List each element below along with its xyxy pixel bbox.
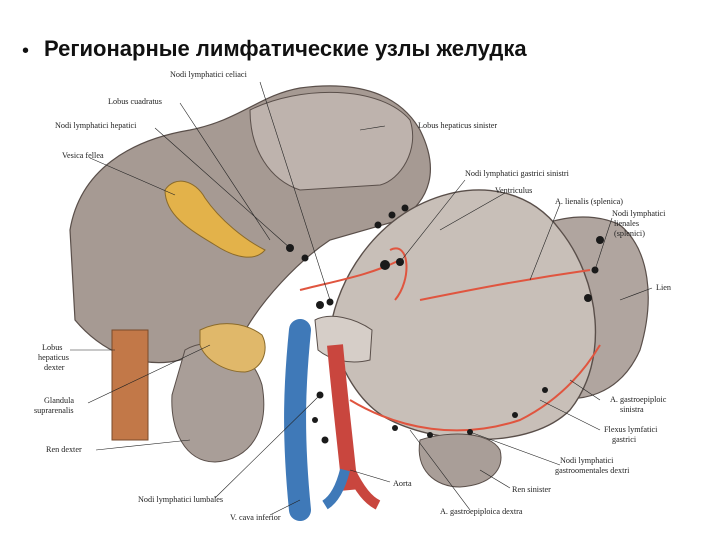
gastric-arteries (299, 247, 601, 432)
label-ren-dexter: Ren dexter (46, 445, 82, 454)
label-lobus-sinister: Lobus hepaticus sinister (418, 121, 497, 130)
label-nodi-lumbales: Nodi lymphatici lumbales (138, 495, 223, 504)
adrenal-gland-shape (199, 323, 266, 373)
gallbladder-shape (164, 180, 266, 258)
label-v-cava: V. cava inferior (230, 513, 281, 522)
label-nodi-coeliaci: Nodi lymphatici celiaci (170, 70, 248, 79)
label-glandula-2: suprarenalis (34, 406, 74, 415)
label-flexus-2: gastrici (612, 435, 637, 444)
label-nodi-lienales-2: lienales (614, 219, 639, 228)
label-lobus-dexter-2: hepaticus (38, 353, 69, 362)
label-glandula-1: Glandula (44, 396, 74, 405)
label-nodi-gastroomentales-1: Nodi lymphatici (560, 456, 614, 465)
kidney-shapes (171, 342, 502, 488)
abdominal-wall-strip (111, 329, 149, 441)
label-a-lienalis: A. lienalis (splenica) (555, 197, 623, 206)
liver-shape (69, 85, 431, 364)
label-aorta: Aorta (393, 479, 412, 488)
label-nodi-lienales-3: (splenici) (614, 229, 645, 238)
label-nodi-hepatici: Nodi lymphatici hepatici (55, 121, 137, 130)
label-lien: Lien (656, 283, 671, 292)
label-nodi-gastroomentales-2: gastroomentales dextri (555, 466, 630, 475)
label-lobus-quadratus: Lobus cuadratus (108, 97, 162, 106)
slide-title: Регионарные лимфатические узлы желудка (44, 36, 527, 61)
label-ren-sinister: Ren sinister (512, 485, 551, 494)
label-vesica-fellea: Vesica fellea (62, 151, 104, 160)
figure-labels: Nodi lymphatici celiaci Lobus cuadratus … (34, 70, 671, 522)
label-ventriculus: Ventriculus (495, 186, 532, 195)
label-flexus-1: Flexus lymfatici (604, 425, 658, 434)
aorta (322, 344, 381, 510)
vena-cava (284, 319, 311, 521)
label-nodi-gastrici-sinistri: Nodi lymphatici gastrici sinistri (465, 169, 570, 178)
leader-lines (70, 81, 653, 516)
label-lobus-dexter-3: dexter (44, 363, 65, 372)
slide-bullet: • (22, 40, 30, 62)
label-a-gastroepiploica-sin-1: A. gastroepiploic (610, 395, 667, 404)
label-a-gastroepiploica-sin-2: sinistra (620, 405, 644, 414)
label-nodi-lienales-1: Nodi lymphatici (612, 209, 666, 218)
label-a-gastroepiploica-dex: A. gastroepiploica dextra (440, 507, 523, 516)
label-lobus-dexter-1: Lobus (42, 343, 62, 352)
